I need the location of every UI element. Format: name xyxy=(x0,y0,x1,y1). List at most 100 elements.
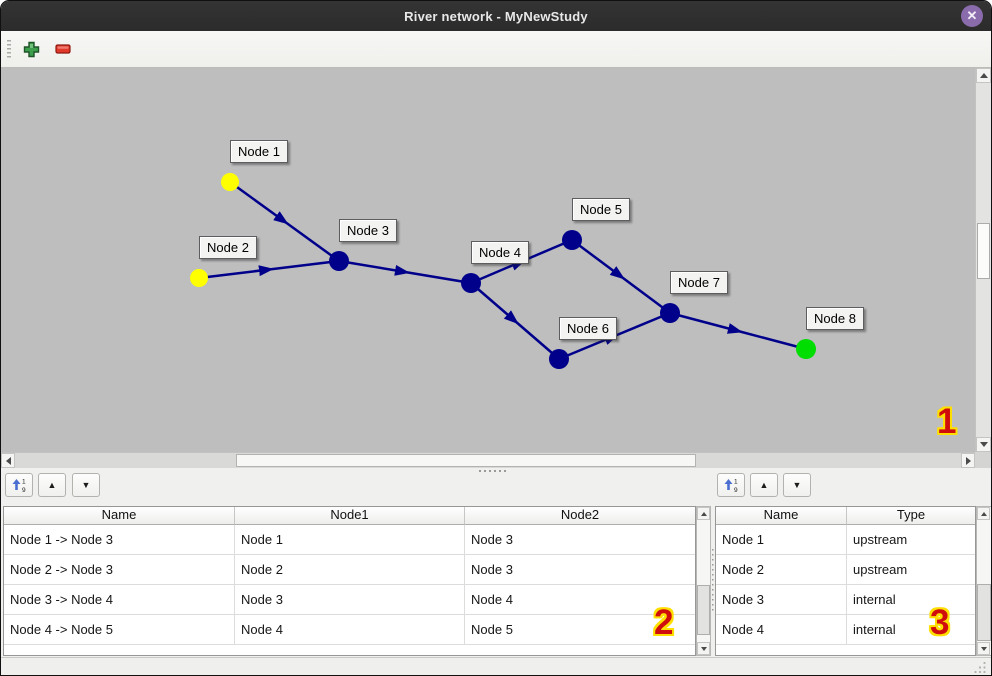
node-marker[interactable] xyxy=(562,230,582,250)
reaches-table-scrollbar[interactable] xyxy=(696,506,711,656)
river-network-graph xyxy=(190,173,816,369)
titlebar: River network - MyNewStudy ✕ xyxy=(1,1,991,31)
column-header[interactable]: Name xyxy=(4,507,235,525)
svg-text:9: 9 xyxy=(22,487,26,493)
table-cell: Node 1 xyxy=(716,525,847,555)
reach-edge[interactable] xyxy=(571,238,671,315)
table-cell: Node 4 -> Node 5 xyxy=(4,615,235,645)
scroll-up-arrow[interactable] xyxy=(977,507,990,520)
svg-text:9: 9 xyxy=(734,487,738,493)
table-cell: Node 5 xyxy=(465,615,695,645)
scrollbar-corner xyxy=(975,452,991,468)
scroll-thumb[interactable] xyxy=(697,585,710,635)
node-label[interactable]: Node 2 xyxy=(199,236,257,259)
table-cell: internal xyxy=(847,585,975,615)
scroll-down-arrow[interactable] xyxy=(976,437,991,452)
scroll-up-arrow[interactable] xyxy=(697,507,710,520)
node-marker[interactable] xyxy=(461,273,481,293)
table-cell: upstream xyxy=(847,555,975,585)
resize-grip-icon[interactable] xyxy=(973,661,987,673)
column-header[interactable]: Node1 xyxy=(235,507,465,525)
node-label[interactable]: Node 6 xyxy=(559,317,617,340)
pane-splitter-horizontal[interactable] xyxy=(1,468,991,472)
pane-splitter-vertical[interactable] xyxy=(711,549,714,611)
toolbar-drag-handle[interactable] xyxy=(7,40,11,60)
annotation-1: 1 xyxy=(937,402,957,441)
table-cell: Node 1 -> Node 3 xyxy=(4,525,235,555)
table-cell: Node 3 -> Node 4 xyxy=(4,585,235,615)
node-marker[interactable] xyxy=(329,251,349,271)
reach-edge[interactable] xyxy=(198,259,340,280)
nodes-move-down-button[interactable]: ▼ xyxy=(783,473,811,497)
reaches-move-down-button[interactable]: ▼ xyxy=(72,473,100,497)
node-marker[interactable] xyxy=(796,339,816,359)
sort-ascending-icon: 1 9 xyxy=(724,479,738,493)
down-triangle-icon: ▼ xyxy=(792,480,802,490)
svg-text:1: 1 xyxy=(734,479,738,486)
column-header[interactable]: Type xyxy=(847,507,975,525)
add-button[interactable] xyxy=(20,38,42,60)
node-marker[interactable] xyxy=(190,269,208,287)
table-cell: Node 4 xyxy=(716,615,847,645)
nodes-sort-button[interactable]: 1 9 xyxy=(717,473,745,497)
minus-icon xyxy=(54,44,71,54)
horizontal-scroll-thumb[interactable] xyxy=(236,454,696,467)
column-header[interactable]: Node2 xyxy=(465,507,695,525)
close-icon: ✕ xyxy=(966,8,978,23)
reach-edge[interactable] xyxy=(669,311,807,351)
node-label[interactable]: Node 4 xyxy=(471,241,529,264)
node-label[interactable]: Node 5 xyxy=(572,198,630,221)
splitter-handle-icon xyxy=(479,470,509,472)
reach-edge[interactable] xyxy=(470,282,560,360)
down-triangle-icon: ▼ xyxy=(81,480,91,490)
canvas-vertical-scrollbar[interactable] xyxy=(975,68,991,452)
reach-edge[interactable] xyxy=(338,259,472,285)
scroll-down-arrow[interactable] xyxy=(977,642,990,655)
scroll-thumb[interactable] xyxy=(977,584,991,641)
annotation-3: 3 xyxy=(930,603,950,642)
vertical-scroll-thumb[interactable] xyxy=(977,223,990,279)
svg-text:1: 1 xyxy=(22,479,26,486)
node-label[interactable]: Node 1 xyxy=(230,140,288,163)
remove-button[interactable] xyxy=(52,38,74,60)
scroll-left-arrow[interactable] xyxy=(1,453,15,468)
node-marker[interactable] xyxy=(660,303,680,323)
nodes-move-up-button[interactable]: ▲ xyxy=(750,473,778,497)
close-button[interactable]: ✕ xyxy=(961,5,983,27)
node-label[interactable]: Node 7 xyxy=(670,271,728,294)
annotation-2: 2 xyxy=(654,603,674,642)
sort-ascending-icon: 1 9 xyxy=(12,479,26,493)
scroll-down-arrow[interactable] xyxy=(697,642,710,655)
table-cell: Node 3 xyxy=(465,555,695,585)
node-label[interactable]: Node 3 xyxy=(339,219,397,242)
reaches-move-up-button[interactable]: ▲ xyxy=(38,473,66,497)
node-marker[interactable] xyxy=(549,349,569,369)
nodes-table-scrollbar[interactable] xyxy=(976,506,991,656)
table-cell: upstream xyxy=(847,525,975,555)
table-cell: Node 1 xyxy=(235,525,465,555)
scroll-right-arrow[interactable] xyxy=(961,453,975,468)
node-marker[interactable] xyxy=(221,173,239,191)
table-cell: Node 4 xyxy=(465,585,695,615)
network-canvas[interactable]: Node 1 Node 2 Node 3 Node 4 Node 5 Node 6 Node… xyxy=(1,68,991,468)
reaches-sort-button[interactable]: 1 9 xyxy=(5,473,33,497)
canvas-horizontal-scrollbar[interactable] xyxy=(1,452,975,468)
reach-edge[interactable] xyxy=(229,180,340,263)
table-cell: Node 2 xyxy=(235,555,465,585)
node-label[interactable]: Node 8 xyxy=(806,307,864,330)
column-header[interactable]: Name xyxy=(716,507,847,525)
scroll-up-arrow[interactable] xyxy=(976,68,991,83)
